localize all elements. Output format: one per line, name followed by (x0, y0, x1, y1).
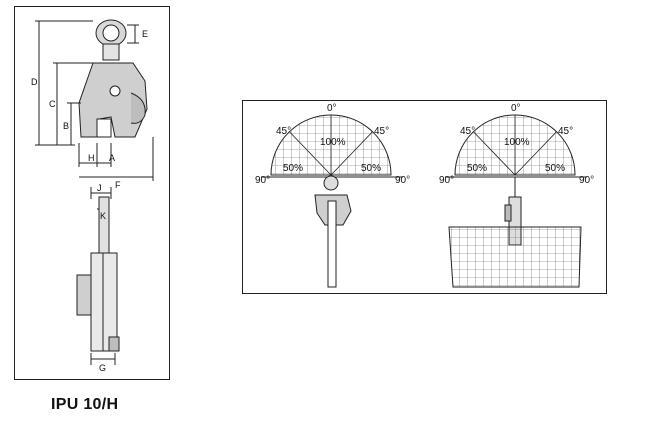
dim-label-c: C (49, 99, 56, 109)
capacity-half-right-label: 50% (361, 163, 381, 174)
angle-45-left-label: 45° (276, 126, 291, 137)
diagram-vertical-lift: 0° 45° 45° 90° 90° 100% 50% 50% (255, 103, 410, 288)
angle-45-right-label: 45° (558, 126, 573, 137)
dim-label-a: A (109, 153, 115, 163)
load-angle-panel: 0° 45° 45° 90° 90° 100% 50% 50% (242, 100, 607, 294)
angle-0-label: 0° (511, 103, 521, 114)
capacity-full-label: 100% (504, 137, 530, 148)
capacity-full-label: 100% (320, 137, 346, 148)
dim-label-j: J (97, 183, 102, 193)
dim-label-d: D (31, 77, 38, 87)
angle-45-left-label: 45° (460, 126, 475, 137)
capacity-half-left-label: 50% (283, 163, 303, 174)
angle-0-label: 0° (327, 103, 337, 114)
model-label: IPU 10/H (51, 396, 119, 413)
angle-90-left-label: 90° (439, 175, 454, 186)
dimension-drawing-panel: D C B E H A F J K G (14, 6, 170, 380)
dim-label-h: H (88, 153, 95, 163)
angle-45-right-label: 45° (374, 126, 389, 137)
clamp-dimension-drawing: D C B E H A F J K G (31, 19, 154, 373)
capacity-half-left-label: 50% (467, 163, 487, 174)
dim-label-g: G (99, 363, 106, 373)
dim-label-e: E (142, 29, 148, 39)
diagram-horizontal-lift: 0° 45° 45° 90° 90° 100% 50% 50% (439, 103, 594, 288)
dim-label-k: K (100, 211, 106, 221)
dim-label-f: F (115, 180, 121, 190)
angle-90-right-label: 90° (395, 175, 410, 186)
capacity-half-right-label: 50% (545, 163, 565, 174)
angle-90-right-label: 90° (579, 175, 594, 186)
dim-label-b: B (63, 121, 69, 131)
angle-90-left-label: 90° (255, 175, 270, 186)
load-angle-diagrams: 0° 45° 45° 90° 90° 100% 50% 50% (255, 103, 594, 288)
